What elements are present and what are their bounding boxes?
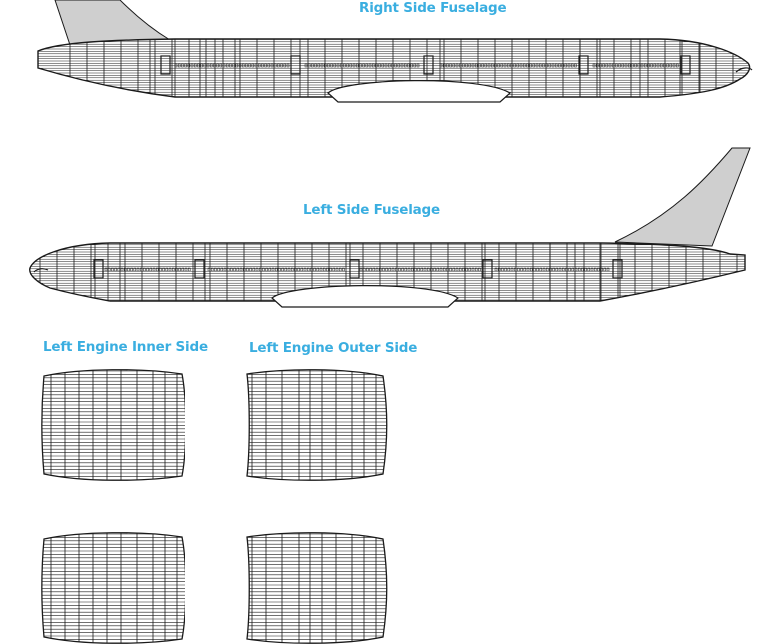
- tail-fin: [614, 147, 751, 247]
- right-side-fuselage-title: Right Side Fuselage: [359, 0, 507, 16]
- left-engine-outer-side-title: Left Engine Outer Side: [249, 340, 418, 356]
- wing-fairing: [327, 80, 512, 103]
- left-engine-inner-side-drawing: [41, 369, 185, 481]
- left-engine-outer-side-drawing-2: [246, 532, 388, 644]
- left-side-fuselage-title: Left Side Fuselage: [303, 202, 440, 218]
- right-side-fuselage-drawing: [37, 0, 753, 103]
- left-engine-outer-side-drawing: [246, 369, 388, 481]
- wing-fairing: [271, 285, 459, 308]
- left-engine-inner-side-drawing-2: [41, 532, 185, 644]
- left-engine-inner-side-title: Left Engine Inner Side: [43, 339, 208, 355]
- left-side-fuselage-drawing: [29, 147, 751, 308]
